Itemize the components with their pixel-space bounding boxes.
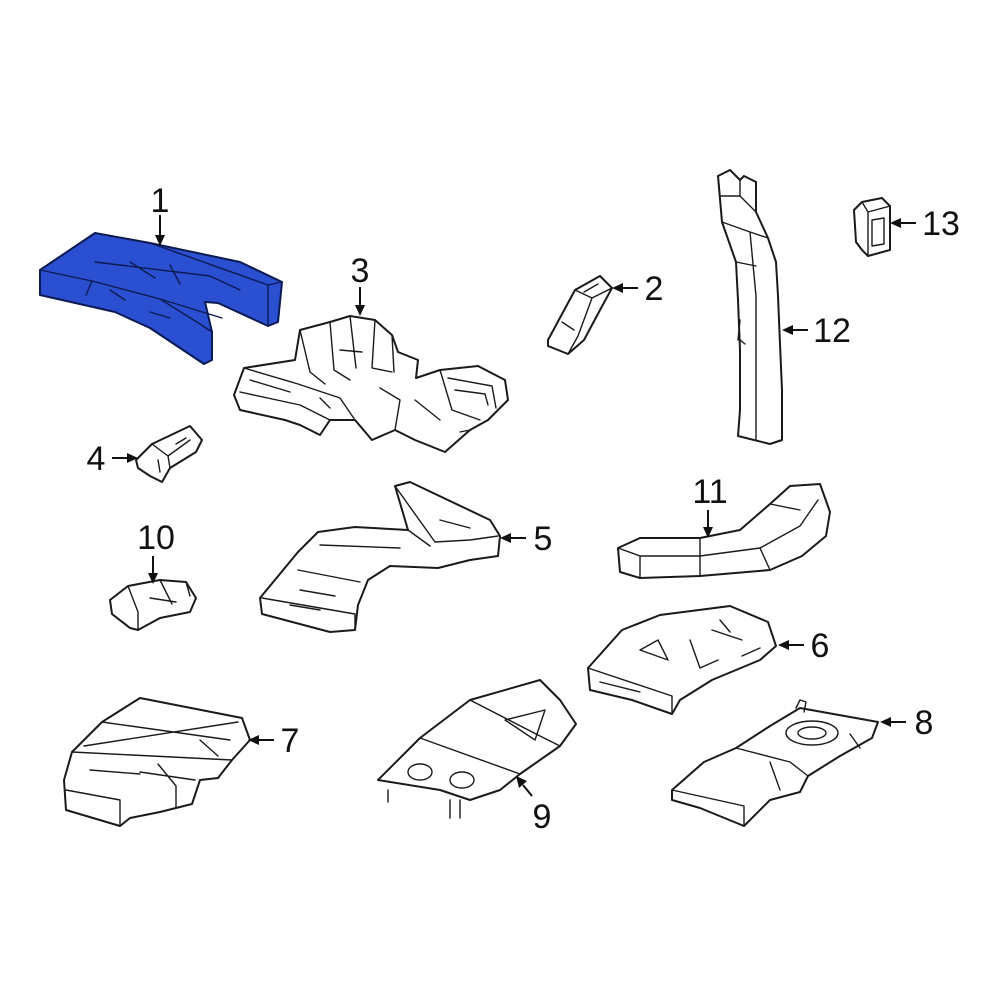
arrowhead-6: [778, 640, 789, 650]
part-2-bracket[interactable]: [547, 275, 613, 355]
arrowhead-11: [703, 527, 713, 538]
arrowhead-2: [612, 283, 623, 293]
callout-11-label[interactable]: 11: [692, 473, 727, 511]
part-10-bracket[interactable]: [109, 579, 197, 631]
callout-13-label[interactable]: 13: [922, 205, 960, 243]
arrowhead-8: [880, 717, 891, 727]
part-5-detail: [261, 485, 499, 631]
callout-8-label[interactable]: 8: [915, 704, 934, 742]
part-11-body: [617, 483, 831, 579]
part-12-duct[interactable]: [717, 169, 783, 445]
arrowhead-10: [148, 573, 158, 584]
part-9-hole-2: [449, 771, 475, 789]
part-8-bracket[interactable]: [671, 699, 879, 827]
callout-9-label[interactable]: 9: [533, 798, 552, 836]
part-12-body: [717, 169, 783, 445]
part-5-duct[interactable]: [259, 481, 501, 633]
callout-3-label[interactable]: 3: [351, 252, 370, 290]
part-8-socket-inner: [797, 726, 827, 740]
callout-7-label[interactable]: 7: [281, 722, 300, 760]
part-9-detail: [387, 699, 561, 819]
part-4-clip[interactable]: [135, 425, 203, 483]
callout-5-label[interactable]: 5: [534, 520, 553, 558]
part-11-detail: [617, 499, 819, 579]
part-1-body: [39, 232, 283, 365]
part-13-clip[interactable]: [853, 197, 891, 257]
callout-4-label[interactable]: 4: [87, 440, 106, 478]
arrowhead-3: [355, 305, 365, 316]
part-4-detail: [151, 437, 191, 473]
part-3-detail: [239, 315, 497, 433]
callout-12-label[interactable]: 12: [813, 312, 851, 350]
callout-1-label[interactable]: 1: [151, 182, 170, 220]
part-8-socket: [785, 720, 839, 746]
part-9-body: [377, 679, 577, 801]
callout-labels: 1 2 3 4 5 6 7 8 9 10 11 12 13: [87, 182, 960, 836]
part-6-duct[interactable]: [587, 605, 777, 715]
arrowhead-7: [248, 735, 259, 745]
callout-6-label[interactable]: 6: [811, 627, 830, 665]
part-12-detail: [717, 175, 769, 441]
arrowhead-1: [155, 235, 165, 246]
arrowhead-4: [127, 453, 138, 463]
part-10-body: [109, 579, 197, 631]
part-7-duct[interactable]: [63, 697, 251, 827]
callout-10-label[interactable]: 10: [137, 519, 175, 557]
part-13-detail: [861, 201, 891, 257]
part-8-detail: [671, 699, 861, 827]
part-3-housing[interactable]: [233, 315, 509, 453]
leader-9: [522, 784, 533, 797]
part-7-detail: [65, 721, 239, 827]
callout-leaders: [112, 215, 916, 797]
part-2-detail: [561, 283, 613, 355]
part-6-body: [587, 605, 777, 715]
arrowhead-5: [500, 533, 511, 543]
part-9-hole-1: [407, 763, 433, 781]
part-10-detail: [127, 579, 191, 631]
part-4-body: [135, 425, 203, 483]
part-6-detail: [587, 619, 761, 715]
part-2-body: [547, 275, 613, 355]
part-5-body: [259, 481, 501, 633]
arrowhead-9: [516, 776, 527, 788]
arrowhead-13: [890, 218, 901, 228]
arrowhead-12: [782, 325, 793, 335]
part-11-duct[interactable]: [617, 483, 831, 579]
part-7-body: [63, 697, 251, 827]
part-1-duct[interactable]: [39, 232, 283, 365]
part-1-detail: [39, 242, 283, 333]
part-9-plate[interactable]: [377, 679, 577, 819]
part-3-body: [233, 315, 509, 453]
callout-2-label[interactable]: 2: [645, 270, 664, 308]
part-8-body: [671, 707, 879, 827]
